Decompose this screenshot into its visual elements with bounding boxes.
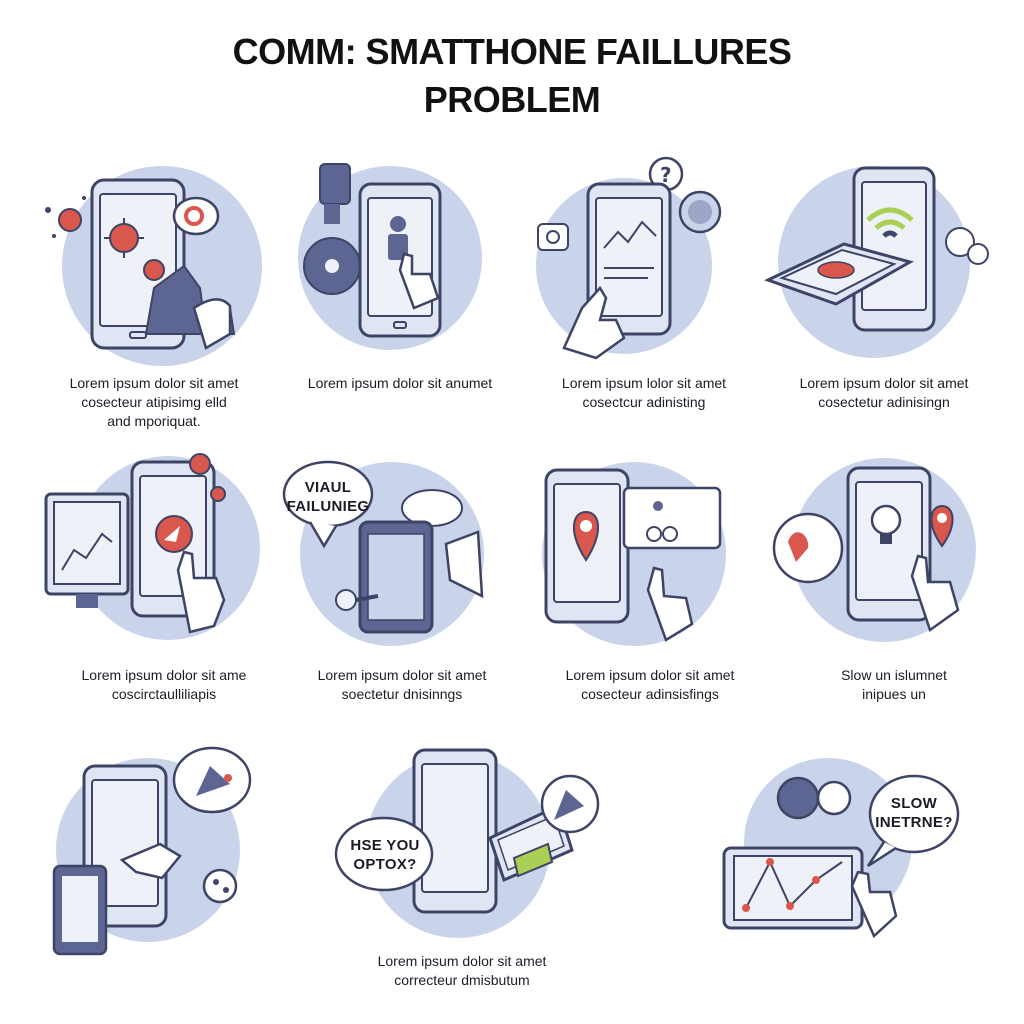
update-option-illustration xyxy=(334,748,600,938)
phone-icon xyxy=(586,182,672,336)
chat-bubble-icon xyxy=(622,486,722,550)
panel-virus-malware: Lorem ipsum dolor sit amet cosecteur ati… xyxy=(34,158,274,438)
virus-icon xyxy=(202,868,238,904)
panel-viral-failure: VIAUL FAILUNIEG Lorem ipsum dolor sit am… xyxy=(282,450,522,702)
slow-performance-illustration: ? xyxy=(536,156,722,360)
speech-bubble-icon xyxy=(334,816,434,892)
virus-icon xyxy=(143,259,165,281)
broken-heart-icon xyxy=(772,512,844,584)
speech-bubble-icon xyxy=(945,227,989,265)
hand-icon xyxy=(562,285,626,360)
map-pin-icon xyxy=(930,504,954,548)
bubble-text: HSE YOU OPTOX? xyxy=(350,837,420,873)
gear-icon xyxy=(776,776,852,820)
viral-failure-illustration xyxy=(282,460,484,646)
hand-icon xyxy=(646,566,694,642)
slow-internet-illustration xyxy=(722,758,960,939)
panel-tablet-warning xyxy=(40,740,280,960)
panel-wifi-connectivity: Lorem ipsum dolor sit amet cosectetur ad… xyxy=(764,158,1004,410)
tablet-icon xyxy=(52,864,108,956)
line-chart-icon xyxy=(603,220,657,279)
panel-caption: Lorem ipsum dolor sit ame coscirctaullil… xyxy=(81,667,247,702)
app-crash-illustration xyxy=(44,453,260,640)
hand-icon xyxy=(119,842,182,880)
panel-touch-unresponsive: Lorem ipsum dolor sit anumet xyxy=(280,158,520,408)
panel-app-crash: Lorem ipsum dolor sit ame coscirctaullil… xyxy=(44,450,284,702)
speech-bubble-icon xyxy=(282,460,374,549)
gps-location-illustration xyxy=(542,462,726,646)
panel-caption: Lorem ipsum dolor sit amet cosectetur ad… xyxy=(799,375,969,410)
panel-gps-location: Lorem ipsum dolor sit amet cosecteur adi… xyxy=(530,450,770,702)
monitor-icon xyxy=(44,492,130,608)
lightbulb-icon xyxy=(870,504,902,544)
panel-update-option: HSE YOU OPTOX? Lorem ipsum dolor sit ame… xyxy=(334,740,600,990)
line-graph-icon xyxy=(742,858,843,912)
virus-icon xyxy=(45,196,86,238)
panel-caption: Lorem ipsum dolor sit anumet xyxy=(307,375,493,391)
panel-caption: Slow un islumnet inipues un xyxy=(841,667,947,702)
hand-icon xyxy=(398,252,440,310)
panel-caption: Lorem ipsum dolor sit amet cosecteur adi… xyxy=(565,667,735,702)
panel-caption: Lorem ipsum dolor sit amet soectetur dni… xyxy=(317,667,487,702)
map-pin-icon xyxy=(572,510,600,562)
panel-overheating: Slow un islumnet inipues un xyxy=(772,450,1014,702)
bubble-text: VIAUL FAILUNIEG xyxy=(286,479,370,515)
svg-text:?: ? xyxy=(660,163,672,187)
title-line-2: PROBLEM xyxy=(423,79,601,120)
speech-bubble-icon xyxy=(172,196,220,236)
phone-icon xyxy=(358,520,434,634)
hand-icon xyxy=(176,550,226,634)
speech-bubble-icon xyxy=(537,223,569,251)
overheating-illustration xyxy=(772,458,976,642)
plug-icon xyxy=(319,163,351,224)
hand-icon xyxy=(144,264,236,350)
hand-icon xyxy=(850,870,898,939)
virus-malware-illustration xyxy=(45,166,262,366)
bubble-text: SLOW INETRNE? xyxy=(875,795,953,831)
charger-plug-icon xyxy=(335,530,484,611)
virus-icon xyxy=(104,218,144,258)
speech-bubble-icon xyxy=(866,774,960,868)
page-title: COMM: SMATTHONE FAILLURES PROBLEM xyxy=(0,28,1024,124)
warning-flag-bubble xyxy=(540,774,600,834)
warning-triangle-icon xyxy=(172,746,252,814)
phone-icon xyxy=(412,748,498,914)
wifi-connectivity-illustration xyxy=(764,166,989,358)
hand-icon xyxy=(910,554,960,633)
title-line-1: COMM: SMATTHONE FAILLURES xyxy=(232,31,792,72)
panel-caption: Lorem ipsum dolor sit amet correcteur dm… xyxy=(377,953,547,988)
panel-slow-performance: ? Lorem ipsum lolor sit amet cosectcur a… xyxy=(524,156,764,410)
panel-slow-internet: SLOW INETRNE? xyxy=(720,740,960,960)
virus-icon xyxy=(189,453,226,502)
virus-icon xyxy=(678,190,722,234)
tablet-warning-illustration xyxy=(52,746,252,956)
panel-caption: Lorem ipsum lolor sit amet cosectcur adi… xyxy=(561,375,727,410)
cd-disc-icon xyxy=(303,237,361,295)
crash-icon xyxy=(155,515,193,553)
tablet-icon xyxy=(764,242,914,306)
battery-icon xyxy=(512,842,554,878)
wifi-icon xyxy=(866,207,914,238)
touch-unresponsive-illustration xyxy=(298,163,482,350)
tablet-icon xyxy=(722,846,864,930)
panel-caption: Lorem ipsum dolor sit amet cosecteur ati… xyxy=(69,375,239,429)
